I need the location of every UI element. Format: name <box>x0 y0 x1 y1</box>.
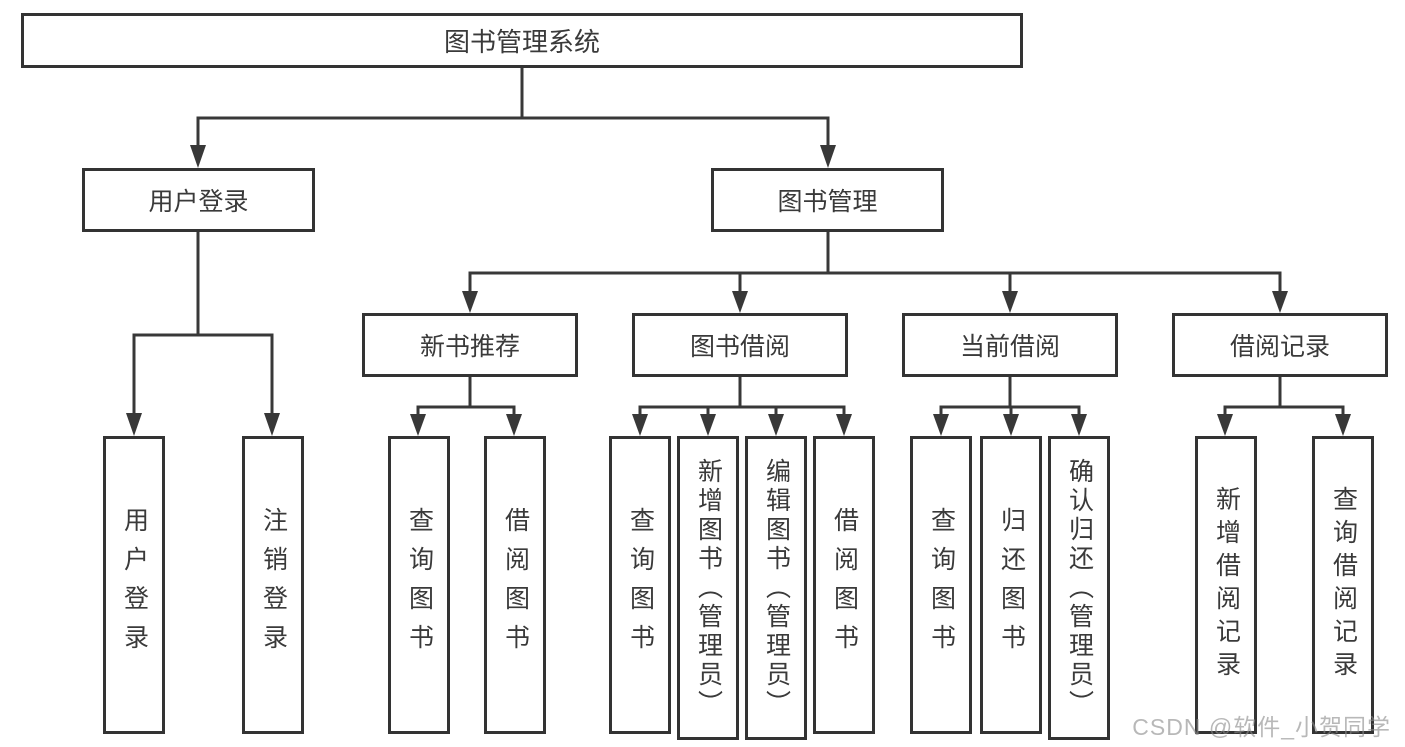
leaf-add-book-admin-label: 新增图书（管理员） <box>694 457 723 719</box>
leaf-borrowing-query-books: 查询图书 <box>609 436 671 734</box>
leaf-confirm-return-admin-label: 确认归还（管理员） <box>1065 457 1094 719</box>
leaf-user-login-label: 用户登录 <box>120 507 149 663</box>
node-user-login: 用户登录 <box>82 168 315 232</box>
node-current-borrowing: 当前借阅 <box>902 313 1118 377</box>
leaf-logout-label: 注销登录 <box>259 507 288 663</box>
leaf-logout: 注销登录 <box>242 436 304 734</box>
node-borrowing-records: 借阅记录 <box>1172 313 1388 377</box>
leaf-recommend-query-books: 查询图书 <box>388 436 450 734</box>
leaf-current-query-books-label: 查询图书 <box>927 507 956 663</box>
node-book-borrowing-label: 图书借阅 <box>689 333 790 361</box>
leaf-add-borrow-record: 新增借阅记录 <box>1195 436 1257 734</box>
node-book-management: 图书管理 <box>711 168 944 232</box>
leaf-add-borrow-record-label: 新增借阅记录 <box>1212 486 1241 684</box>
leaf-current-query-books: 查询图书 <box>910 436 972 734</box>
node-new-book-recommend: 新书推荐 <box>362 313 578 377</box>
leaf-recommend-query-books-label: 查询图书 <box>405 507 434 663</box>
node-system-root: 图书管理系统 <box>21 13 1023 68</box>
leaf-edit-book-admin-label: 编辑图书（管理员） <box>762 457 791 719</box>
leaf-query-borrow-record-label: 查询借阅记录 <box>1329 486 1358 684</box>
node-book-management-label: 图书管理 <box>777 188 878 216</box>
node-book-borrowing: 图书借阅 <box>632 313 848 377</box>
node-borrowing-records-label: 借阅记录 <box>1229 333 1330 361</box>
leaf-return-book-label: 归还图书 <box>997 507 1026 663</box>
leaf-confirm-return-admin: 确认归还（管理员） <box>1048 436 1110 740</box>
leaf-recommend-borrow-books: 借阅图书 <box>484 436 546 734</box>
leaf-borrowing-borrow-books-label: 借阅图书 <box>830 507 859 663</box>
leaf-edit-book-admin: 编辑图书（管理员） <box>745 436 807 740</box>
node-user-login-label: 用户登录 <box>148 188 249 216</box>
leaf-recommend-borrow-books-label: 借阅图书 <box>501 507 530 663</box>
leaf-query-borrow-record: 查询借阅记录 <box>1312 436 1374 734</box>
leaf-user-login: 用户登录 <box>103 436 165 734</box>
leaf-borrowing-borrow-books: 借阅图书 <box>813 436 875 734</box>
leaf-add-book-admin: 新增图书（管理员） <box>677 436 739 740</box>
node-new-book-recommend-label: 新书推荐 <box>419 333 520 361</box>
leaf-borrowing-query-books-label: 查询图书 <box>626 507 655 663</box>
node-current-borrowing-label: 当前借阅 <box>959 333 1060 361</box>
leaf-return-book: 归还图书 <box>980 436 1042 734</box>
node-system-root-label: 图书管理系统 <box>443 27 600 57</box>
